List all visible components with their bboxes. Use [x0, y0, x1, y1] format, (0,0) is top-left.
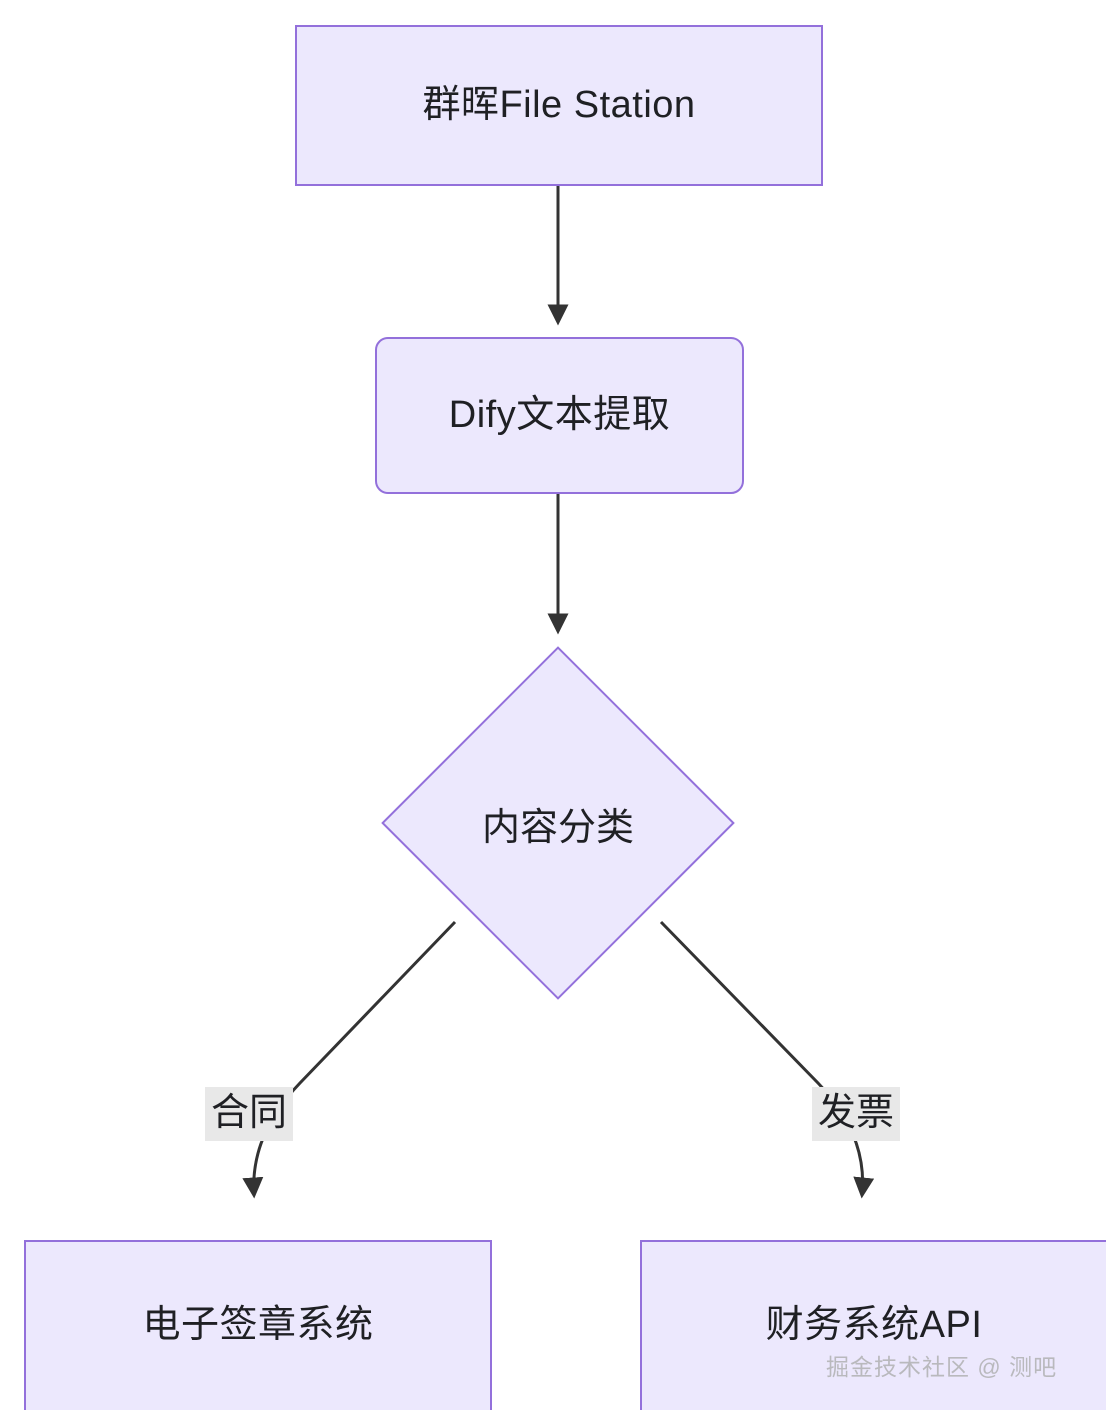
watermark: 掘金技术社区 @ 测吧	[826, 1354, 1058, 1380]
edge-label-text: 合同	[211, 1092, 288, 1134]
node-dify-text-extraction[interactable]: Dify文本提取	[375, 337, 744, 494]
node-finance-system-api[interactable]: 财务系统API	[640, 1240, 1106, 1410]
node-label: 内容分类	[481, 806, 634, 849]
edge-label-invoice: 发票	[812, 1087, 901, 1141]
node-label: Dify文本提取	[448, 393, 671, 436]
node-esignature-system[interactable]: 电子签章系统	[24, 1240, 492, 1410]
edge-classify-to-esign	[242, 920, 457, 1199]
node-content-classification[interactable]: 内容分类	[381, 646, 735, 1000]
node-label: 财务系统API	[765, 1304, 983, 1347]
node-synology-file-station[interactable]: 群晖File Station	[295, 25, 823, 186]
node-label: 电子签章系统	[142, 1304, 374, 1347]
edge-classify-to-finance	[659, 920, 875, 1199]
node-label: 群晖File Station	[422, 83, 696, 126]
edge-label-text: 发票	[818, 1092, 895, 1134]
edge-label-contract: 合同	[205, 1087, 294, 1141]
